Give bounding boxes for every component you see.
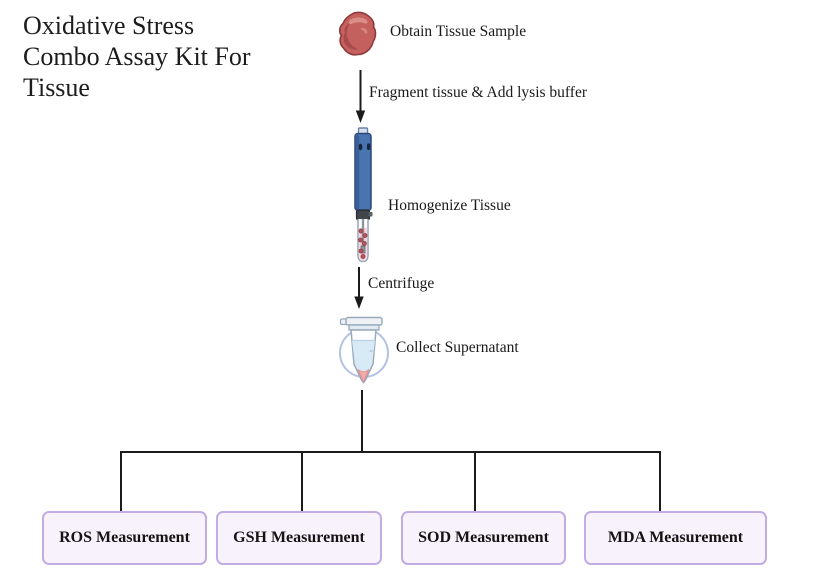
page-title-line-2: Combo Assay Kit For xyxy=(23,42,251,71)
homogenizer-icon xyxy=(354,127,373,263)
centrifuge-label: Centrifuge xyxy=(368,275,435,292)
homogenize-label: Homogenize Tissue xyxy=(388,197,511,214)
arrow-down-2 xyxy=(354,267,364,309)
arrow-down-1 xyxy=(355,70,366,123)
mda-measurement-box: MDA Measurement xyxy=(584,511,767,565)
sod-measurement-label: SOD Measurement xyxy=(418,529,549,546)
collect-supernatant-label: Collect Supernatant xyxy=(396,339,519,356)
obtain-tissue-label: Obtain Tissue Sample xyxy=(390,23,527,40)
ros-measurement-box: ROS Measurement xyxy=(42,511,207,565)
microcentrifuge-tube-icon xyxy=(339,316,389,384)
fragment-lysis-label: Fragment tissue & Add lysis buffer xyxy=(369,84,587,101)
page-title: Oxidative Stress Combo Assay Kit For Tis… xyxy=(23,10,323,103)
sod-measurement-box: SOD Measurement xyxy=(401,511,566,565)
gsh-measurement-label: GSH Measurement xyxy=(233,529,365,546)
gsh-measurement-box: GSH Measurement xyxy=(216,511,382,565)
branch-tree-lines xyxy=(120,390,661,511)
mda-measurement-label: MDA Measurement xyxy=(607,529,744,546)
page-title-line-3: Tissue xyxy=(23,73,90,102)
tissue-sample-icon xyxy=(338,11,377,56)
ros-measurement-label: ROS Measurement xyxy=(59,529,190,546)
page-title-line-1: Oxidative Stress xyxy=(23,11,195,40)
